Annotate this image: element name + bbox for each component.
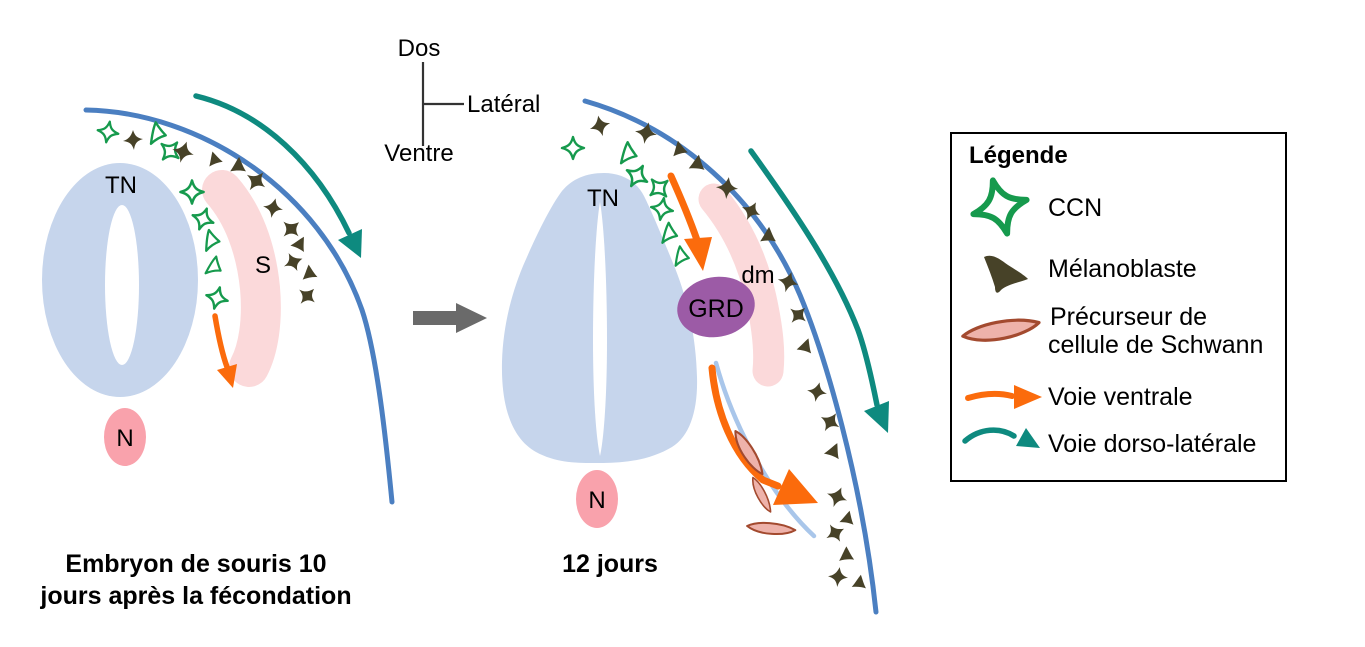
ventral-arrowhead-left bbox=[217, 364, 237, 388]
melanoblast-cell bbox=[838, 546, 858, 568]
dorsolateral-arrow-icon-head bbox=[1016, 428, 1040, 448]
transition-arrow bbox=[413, 303, 487, 333]
ccn-cell bbox=[202, 283, 232, 313]
ccn-cell bbox=[203, 228, 223, 254]
ventral-arrowhead-upper-right bbox=[684, 237, 712, 271]
nerve-line-right bbox=[713, 360, 817, 539]
legend-label-dorsolateral: Voie dorso-latérale bbox=[1048, 430, 1256, 458]
left-embryo-panel: TN S N Embryon de souris 10 jours après … bbox=[39, 93, 395, 610]
notochord-label-right: N bbox=[588, 487, 605, 514]
ventral-arrowhead-lower-right bbox=[773, 469, 818, 505]
dorsolateral-path-left bbox=[193, 93, 352, 236]
melanoblast-cell bbox=[804, 379, 830, 405]
somite-left bbox=[202, 170, 281, 387]
melanoblast-cell bbox=[821, 519, 849, 547]
neural-tube-label-right: TN bbox=[587, 185, 619, 212]
melanoblast-cell bbox=[280, 249, 306, 275]
legend-label-ventral: Voie ventrale bbox=[1048, 383, 1193, 411]
dorsolateral-arrowhead-right bbox=[864, 401, 889, 433]
melanoblast-cell bbox=[289, 236, 311, 257]
melanoblast-icon bbox=[984, 255, 1028, 293]
ccn-cell bbox=[673, 245, 693, 270]
somite-label-left: S bbox=[255, 252, 271, 279]
dorsolateral-arrow-icon bbox=[962, 427, 1017, 444]
left-caption-line1: Embryon de souris 10 bbox=[65, 550, 326, 578]
epidermis-arc-right bbox=[582, 98, 879, 615]
melanoblast-cell bbox=[826, 565, 850, 589]
ccn-cell bbox=[203, 255, 227, 281]
dorsolateral-arrowhead-left bbox=[338, 229, 362, 258]
legend-title: Légende bbox=[969, 142, 1068, 169]
legend-label-ccn: CCN bbox=[1048, 194, 1102, 222]
ventral-path-lower-right bbox=[708, 364, 782, 490]
drg-right bbox=[677, 276, 755, 338]
neural-tube-label-left: TN bbox=[105, 172, 137, 199]
melanoblast-cell bbox=[587, 113, 613, 139]
neural-tube-lumen-left bbox=[105, 205, 139, 365]
ccn-cell bbox=[179, 179, 205, 205]
compass-lateral-label: Latéral bbox=[467, 91, 540, 118]
melanoblast-cell bbox=[208, 151, 225, 170]
ventral-arrow-icon bbox=[965, 390, 1015, 401]
right-caption: 12 jours bbox=[562, 550, 658, 578]
schwann-cell bbox=[745, 516, 797, 541]
melanoblast-cell bbox=[823, 443, 846, 465]
legend-label-schwann-2: cellule de Schwann bbox=[1048, 331, 1263, 359]
compass: Dos Latéral Ventre bbox=[384, 35, 540, 167]
melanoblast-cell bbox=[260, 195, 286, 221]
compass-ventral-label: Ventre bbox=[384, 140, 453, 167]
neural-tube-lumen-right bbox=[593, 202, 607, 456]
legend: Légende CCN Mélanoblaste Précurseur de c… bbox=[950, 132, 1287, 482]
right-embryo-panel: TN GRD dm N 12 jours bbox=[501, 98, 889, 615]
legend-label-melanoblast: Mélanoblaste bbox=[1048, 255, 1197, 283]
ventral-path-upper-right bbox=[667, 172, 701, 244]
ccn-cell bbox=[618, 140, 642, 169]
melanoblast-cell bbox=[301, 264, 321, 285]
ventral-arrow-icon-head bbox=[1014, 385, 1042, 409]
melanoblast-cell bbox=[838, 510, 859, 531]
legend-label-schwann-1: Précurseur de bbox=[1050, 303, 1207, 331]
notochord-right bbox=[576, 470, 618, 528]
melanoblast-cell bbox=[123, 130, 143, 150]
ccn-cell bbox=[560, 135, 586, 161]
legend-box bbox=[950, 132, 1287, 482]
dermomyotome-right bbox=[698, 183, 785, 387]
ccn-cell bbox=[94, 118, 122, 146]
ventral-path-left bbox=[212, 313, 230, 370]
dorsolateral-path-right bbox=[748, 148, 880, 408]
notochord-left bbox=[104, 408, 146, 466]
drg-label-right: GRD bbox=[688, 295, 744, 323]
dermomyotome-label-right: dm bbox=[741, 262, 774, 289]
notochord-label-left: N bbox=[116, 425, 133, 452]
compass-dorsal-label: Dos bbox=[398, 35, 441, 62]
melanoblast-cell bbox=[851, 574, 871, 595]
left-caption-line2: jours après la fécondation bbox=[39, 582, 351, 610]
melanoblast-cell bbox=[796, 338, 817, 359]
compass-axes bbox=[421, 62, 464, 146]
epidermis-arc-left bbox=[83, 107, 395, 505]
melanoblast-cell bbox=[292, 281, 322, 311]
melanoblast-cell bbox=[823, 483, 851, 511]
